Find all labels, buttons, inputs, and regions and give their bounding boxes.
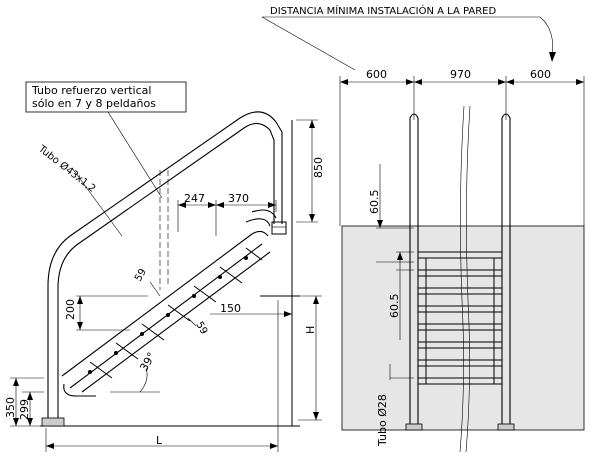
- reinforcement-note-line2: sólo en 7 y 8 peldaños: [32, 97, 156, 110]
- handrail-posts: [405, 113, 515, 431]
- front-treads: [418, 251, 502, 385]
- dim-600-left: 600: [366, 68, 387, 81]
- dim-850: 850: [312, 157, 325, 178]
- dim-150: 150: [220, 302, 241, 315]
- side-view: Tubo refuerzo vertical sólo en 7 y 8 pel…: [4, 81, 325, 452]
- handrail-tube-label: Tubo Ø43x1,2: [35, 142, 98, 195]
- wall-distance-note: DISTANCIA MÍNIMA INSTALACIÓN A LA PARED: [261, 4, 556, 71]
- dim-299: 299: [18, 399, 31, 420]
- dim-970: 970: [450, 68, 471, 81]
- dim-370: 370: [228, 192, 249, 205]
- dim-L: L: [156, 434, 163, 447]
- dim-H: H: [304, 326, 317, 334]
- dim-60-5-mid: 60.5: [388, 294, 401, 319]
- wall-distance-text: DISTANCIA MÍNIMA INSTALACIÓN A LA PARED: [270, 4, 496, 17]
- dim-350: 350: [4, 397, 17, 418]
- dim-59-upper: 59: [133, 267, 149, 284]
- dim-200: 200: [64, 299, 77, 320]
- dim-angle-39: 39°: [137, 350, 158, 373]
- reinforcement-note-line1: Tubo refuerzo vertical: [31, 84, 151, 97]
- reinforcement-note-box: [25, 81, 187, 113]
- dim-247: 247: [184, 192, 205, 205]
- front-view: 600 970 600: [339, 68, 585, 453]
- dim-600-right: 600: [530, 68, 551, 81]
- rung-tube-label: Tubo Ø28: [376, 394, 389, 447]
- dim-59-lower: 59: [193, 320, 209, 337]
- treads: [88, 247, 263, 379]
- dim-60-5-top: 60.5: [368, 190, 381, 215]
